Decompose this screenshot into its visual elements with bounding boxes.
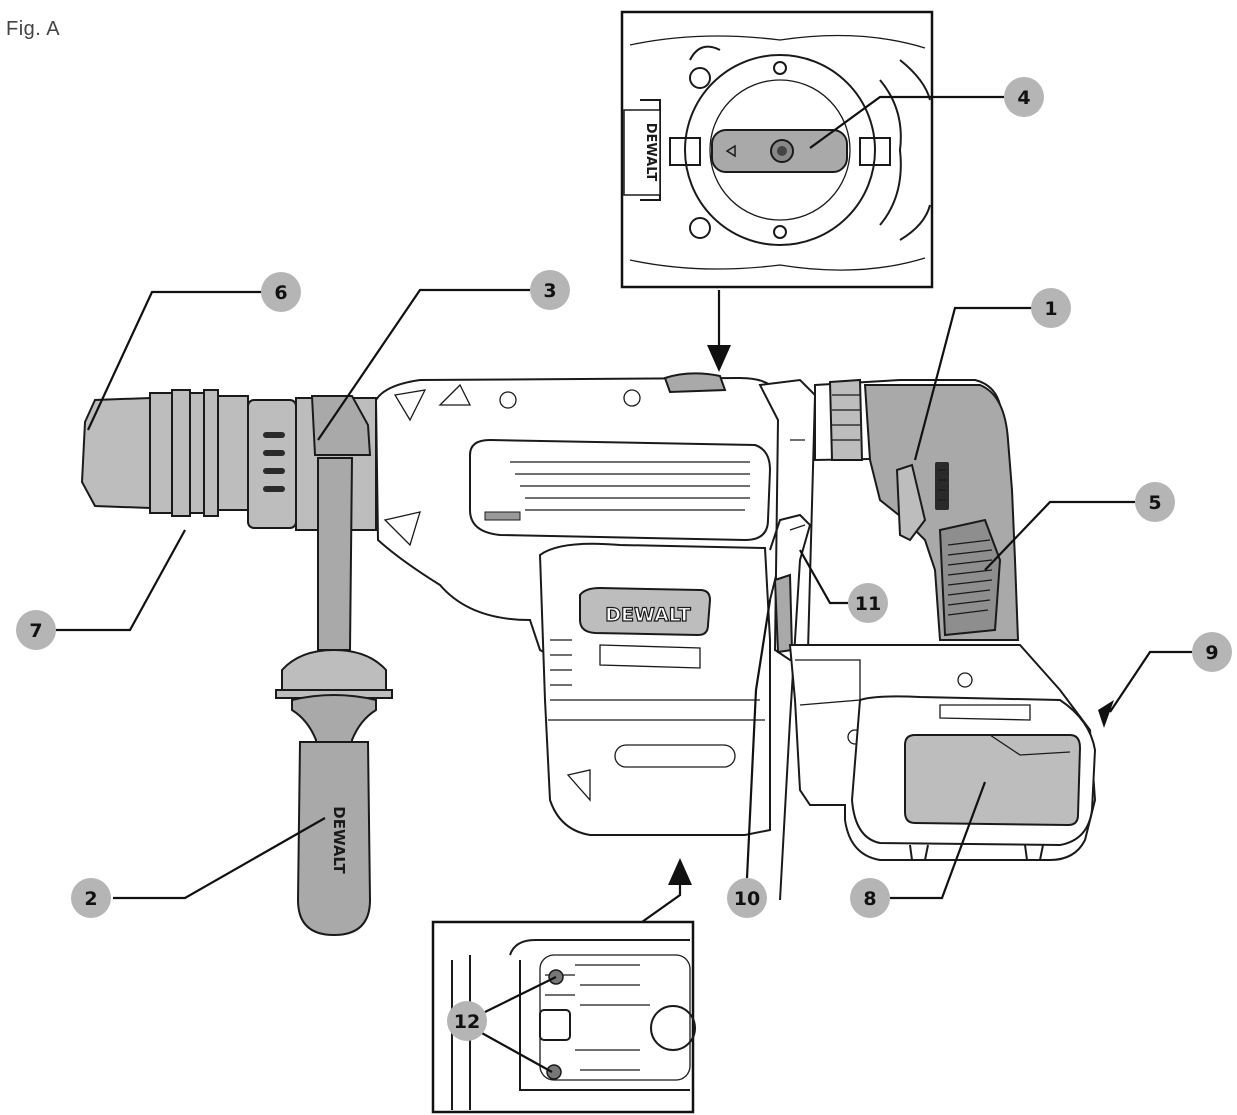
callout-9: 9 [1192,632,1232,672]
side-handle-brand: DEWALT [330,806,348,874]
svg-text:12: 12 [454,1011,480,1033]
callout-6: 6 [261,272,301,312]
svg-text:6: 6 [274,282,287,304]
svg-text:1: 1 [1044,298,1057,320]
housing-brand: DEWALT [605,604,691,626]
svg-text:4: 4 [1017,87,1030,109]
svg-text:5: 5 [1148,492,1161,514]
callout-1: 1 [1031,288,1071,328]
chuck-nose [80,396,151,510]
battery-label [904,734,1082,827]
trigger-lever [769,513,812,901]
callout-10: 10 [727,878,767,918]
svg-text:7: 7 [29,620,42,642]
inset-mode-selector: DEWALT [620,10,934,289]
svg-text:9: 9 [1205,642,1218,664]
svg-text:11: 11 [855,593,881,615]
callout-4: 4 [1004,77,1044,117]
svg-text:8: 8 [863,888,876,910]
callout-5: 5 [1135,482,1175,522]
inset-brand-text: DEWALT [643,123,658,182]
callout-2: 2 [71,878,111,918]
side-handle-grip [296,741,372,937]
figure-label: Fig. A [6,18,61,40]
side-handle-shaft [317,457,354,651]
svg-text:10: 10 [734,888,760,910]
trigger [895,463,927,542]
svg-text:2: 2 [84,888,97,910]
callout-11: 11 [848,583,888,623]
callout-12: 12 [447,1001,487,1041]
callout-8: 8 [850,878,890,918]
rotary-hammer-body: DEWALT DEWALT [80,372,1097,937]
svg-text:3: 3 [543,280,556,302]
callout-3: 3 [530,270,570,310]
callout-7: 7 [16,610,56,650]
leader-lines [56,95,1192,1073]
